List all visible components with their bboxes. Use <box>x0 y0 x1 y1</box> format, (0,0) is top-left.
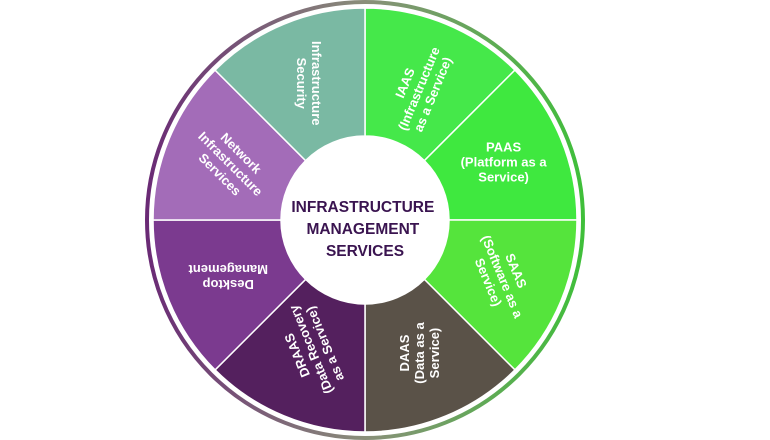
segment-label-line: (Data as a <box>412 322 427 384</box>
center-hub <box>281 136 449 304</box>
segment-label-daas: DAAS(Data as aService) <box>397 322 442 384</box>
segment-label-line: DAAS <box>397 334 412 371</box>
segment-label-line: Management <box>188 262 268 277</box>
segment-label-line: Desktop <box>203 277 254 292</box>
segment-label-line: Security <box>294 58 309 110</box>
center-title-line-3: SERVICES <box>326 243 404 260</box>
center-title-line-1: INFRASTRUCTURE <box>291 199 434 216</box>
segment-label-line: (Platform as a <box>461 155 548 170</box>
segment-label-infrastructure-security: InfrastructureSecurity <box>294 41 324 126</box>
segment-label-line: Infrastructure <box>309 41 324 126</box>
segment-label-line: Service) <box>427 328 442 379</box>
center-title-line-2: MANAGEMENT <box>306 221 419 238</box>
segment-label-line: Service) <box>478 170 529 185</box>
segments-layer <box>152 7 578 433</box>
center-title: INFRASTRUCTURE MANAGEMENT SERVICES <box>291 199 438 260</box>
segment-label-line: PAAS <box>486 140 521 155</box>
segment-label-desktop-management: DesktopManagement <box>188 262 268 292</box>
